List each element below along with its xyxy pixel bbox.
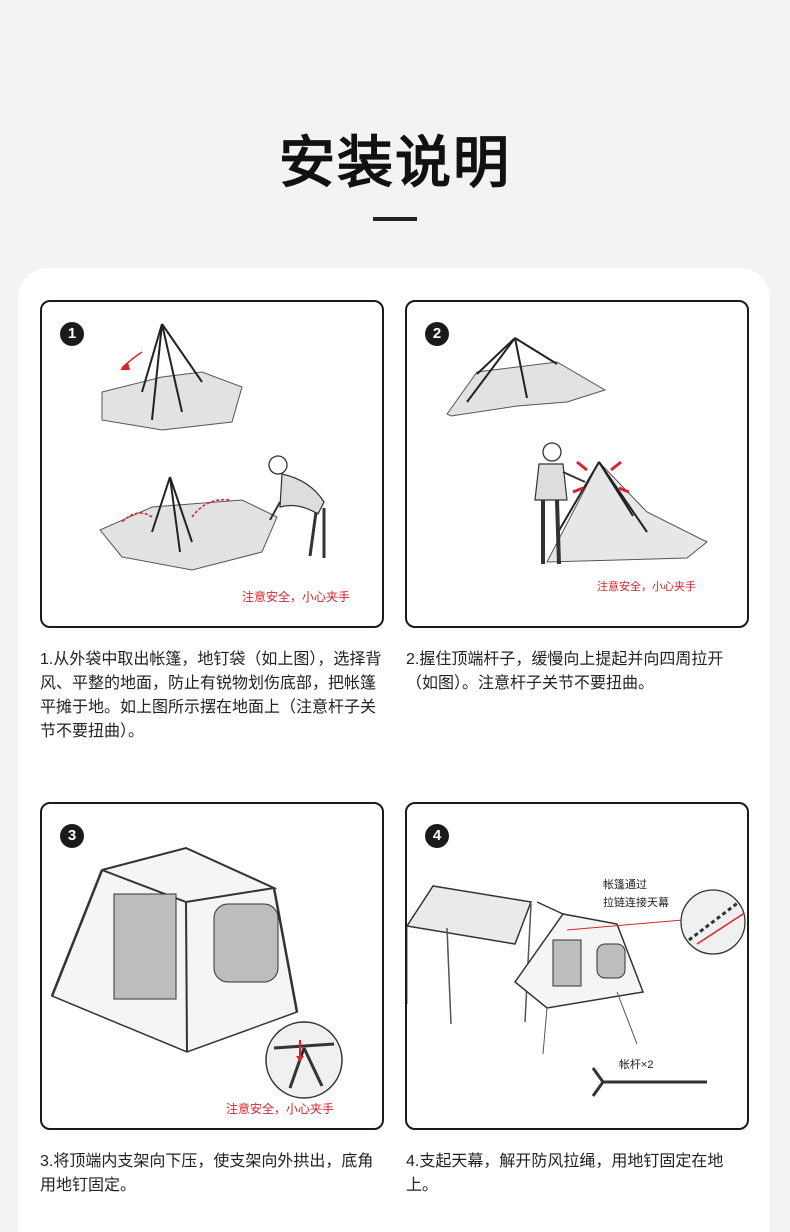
step-2-caution: 注意安全，小心夹手: [597, 581, 696, 593]
step-1-panel: 1 注意安全，小心夹手: [40, 300, 384, 628]
step-2-illustration: [446, 337, 708, 565]
title-underline: [373, 217, 417, 221]
step-4-callout: 帐篷通过 拉链连接天幕: [603, 876, 669, 912]
step-3-caution: 注意安全，小心夹手: [226, 1102, 335, 1116]
step-1-illustration: [99, 323, 326, 571]
step-2-number: 2: [425, 322, 449, 346]
step-4-callout-line1: 帐篷通过: [603, 879, 647, 891]
step-4-number: 4: [425, 824, 449, 848]
step-4-description: 4.支起天幕，解开防风拉绳，用地钉固定在地上。: [406, 1153, 724, 1194]
step-2-panel: 2 注意安全，小心夹手: [405, 300, 749, 628]
step-3-illustration: [50, 846, 343, 1099]
step-3-panel: 3 注意安全，小心夹手: [40, 802, 384, 1130]
page-title: 安装说明: [279, 131, 511, 196]
step-3-number: 3: [60, 824, 84, 848]
step-4-panel: 4 帐篷通过 拉链连接天幕 帐杆×2: [405, 802, 749, 1130]
step-4-illustration: [407, 885, 746, 1097]
step-3-description: 3.将顶端内支架向下压，使支架向外拱出，底角用地钉固定。: [40, 1153, 374, 1194]
step-1-number: 1: [60, 322, 84, 346]
step-2-description: 2.握住顶端杆子，缓慢向上提起并向四周拉开（如图）。注意杆子关节不要扭曲。: [406, 651, 724, 692]
step-1-description: 1.从外袋中取出帐篷，地钉袋（如上图），选择背风、平整的地面，防止有锐物划伤底部…: [40, 651, 382, 740]
step-4-callout-line2: 拉链连接天幕: [603, 897, 669, 909]
step-4-pole-label: 帐杆×2: [619, 1059, 654, 1071]
step-1-caution: 注意安全，小心夹手: [242, 590, 351, 604]
